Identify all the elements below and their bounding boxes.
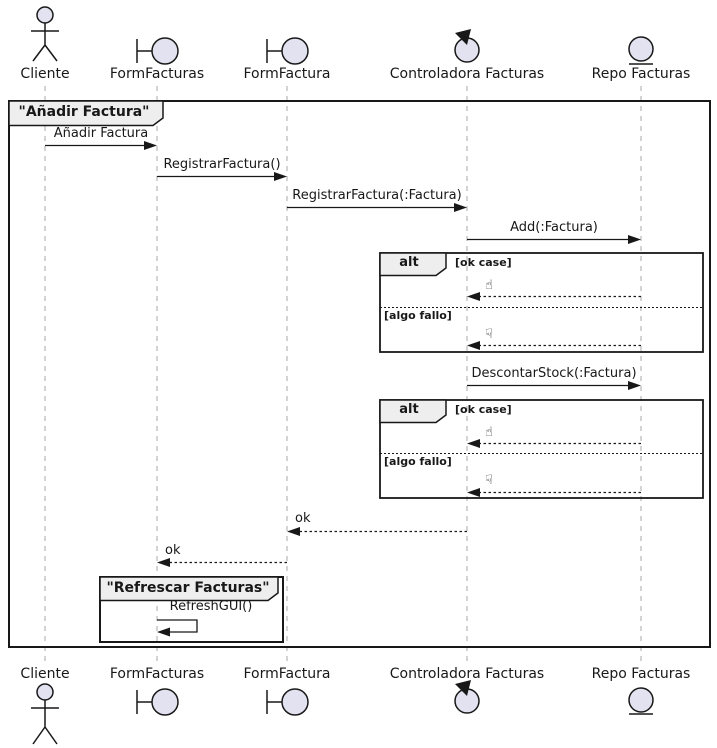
message-label-registrar-factura: RegistrarFactura(:Factura) [292, 188, 462, 203]
alt1-guard-ok: [ok case] [455, 256, 512, 269]
alt1-guard-fail: [algo fallo] [384, 309, 452, 322]
alt1-frame-tab [379, 252, 447, 277]
message-label-ok1: ok [295, 511, 311, 526]
alt2-operator-label: alt [399, 402, 419, 417]
participant-label-controladora-bottom: Controladora Facturas [389, 666, 545, 682]
participant-label-formfacturas-top: FormFacturas [109, 66, 205, 82]
boundary-icon-formfacturas-bottom [136, 688, 179, 716]
message-label-refresh: RefreshGUI() [169, 599, 253, 614]
alt1-operator-label: alt [399, 255, 419, 270]
outer-frame-title: "Añadir Factura" [18, 104, 150, 120]
message-label-anadir: Añadir Factura [53, 126, 149, 141]
participant-label-formfactura-bottom: FormFactura [243, 666, 331, 682]
actor-icon-cliente-top [31, 6, 59, 62]
return-arrow-alt2-fail [467, 488, 641, 497]
message-arrow-anadir [45, 141, 157, 150]
message-label-add: Add(:Factura) [510, 220, 598, 235]
alt1-frame-border [379, 252, 704, 353]
thumbs-down-icon: ☟ [485, 473, 493, 488]
inner-frame-title: "Refrescar Facturas" [106, 580, 270, 596]
message-label-ok2: ok [165, 543, 181, 558]
inner-frame-tab [99, 576, 279, 602]
return-arrow-alt1-ok [467, 292, 641, 301]
thumbs-up-icon: ☝ [485, 425, 493, 440]
alt2-frame-tab [379, 399, 447, 424]
entity-icon-repo-top [628, 36, 654, 65]
alt2-frame-border [379, 399, 704, 499]
participant-label-controladora-top: Controladora Facturas [389, 66, 545, 82]
entity-icon-repo-bottom [628, 687, 654, 715]
boundary-icon-formfactura-bottom [266, 688, 309, 716]
return-arrow-ok2 [157, 558, 287, 567]
message-arrow-descontar [467, 381, 641, 390]
control-icon-controladora-bottom [454, 680, 480, 714]
lifelines [44, 86, 642, 663]
outer-frame-border [8, 100, 711, 648]
return-arrow-ok1 [287, 527, 467, 536]
message-arrow-registrar-factura [287, 203, 467, 212]
participant-label-formfacturas-bottom: FormFacturas [109, 666, 205, 682]
alt2-guard-ok: [ok case] [455, 403, 512, 416]
thumbs-down-icon: ☟ [485, 327, 493, 342]
participant-label-formfactura-top: FormFactura [243, 66, 331, 82]
return-arrow-alt2-ok [467, 439, 641, 448]
message-arrow-add [467, 235, 641, 244]
boundary-icon-formfactura-top [266, 37, 309, 65]
self-message-arrow-refresh [157, 619, 198, 637]
thumbs-up-icon: ☝ [485, 278, 493, 293]
boundary-icon-formfacturas-top [136, 37, 179, 65]
message-label-registrar: RegistrarFactura() [163, 157, 281, 172]
actor-icon-cliente-bottom [31, 683, 59, 745]
participant-label-repo-bottom: Repo Facturas [591, 666, 691, 682]
participant-label-cliente-top: Cliente [20, 66, 70, 82]
message-label-descontar: DescontarStock(:Factura) [471, 366, 637, 381]
alt2-guard-fail: [algo fallo] [384, 455, 452, 468]
participant-label-cliente-bottom: Cliente [20, 666, 70, 682]
return-arrow-alt1-fail [467, 341, 641, 350]
participant-label-repo-top: Repo Facturas [591, 66, 691, 82]
control-icon-controladora-top [454, 29, 480, 63]
message-arrow-registrar [157, 172, 287, 181]
outer-frame-tab [8, 100, 164, 127]
